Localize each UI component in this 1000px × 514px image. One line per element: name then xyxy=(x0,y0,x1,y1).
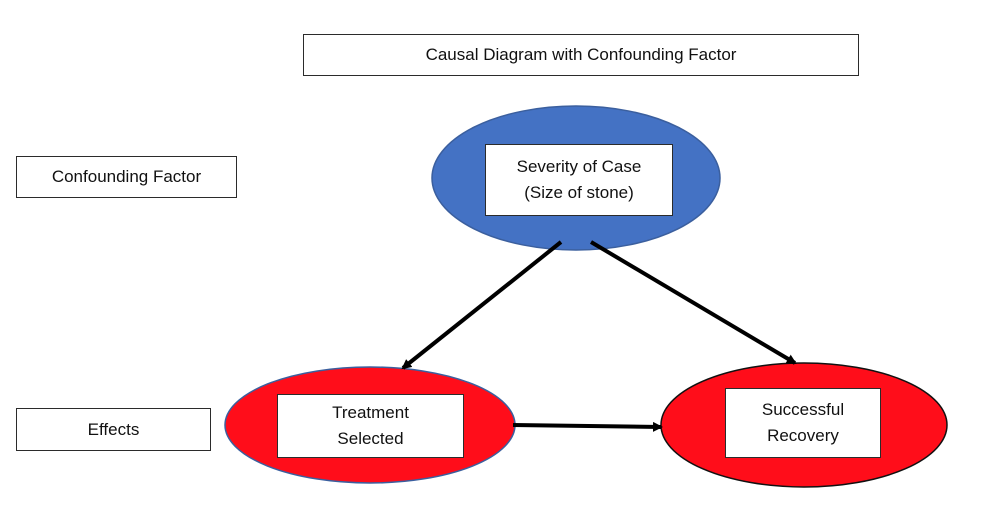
treatment-line1: Treatment xyxy=(332,403,409,422)
diagram-title: Causal Diagram with Confounding Factor xyxy=(303,34,859,76)
row-label-confounding-text: Confounding Factor xyxy=(51,167,202,186)
edge-severity-to-treatment xyxy=(401,240,563,370)
treatment-node-label: Treatment Selected xyxy=(277,394,464,458)
row-label-confounding-factor: Confounding Factor xyxy=(16,156,237,198)
row-label-effects: Effects xyxy=(16,408,211,451)
severity-node-label: Severity of Case (Size of stone) xyxy=(485,144,673,216)
treatment-line2: Selected xyxy=(337,429,404,448)
severity-line1: Severity of Case xyxy=(516,157,642,176)
recovery-line1: Successful xyxy=(761,400,845,419)
edge-treatment-to-recovery xyxy=(512,421,663,432)
diagram-title-text: Causal Diagram with Confounding Factor xyxy=(425,45,737,64)
recovery-node-label: Successful Recovery xyxy=(725,388,881,458)
severity-line2: (Size of stone) xyxy=(524,183,634,202)
recovery-line2: Recovery xyxy=(767,426,839,445)
edge-severity-to-recovery xyxy=(589,240,797,365)
row-label-effects-text: Effects xyxy=(87,419,140,439)
